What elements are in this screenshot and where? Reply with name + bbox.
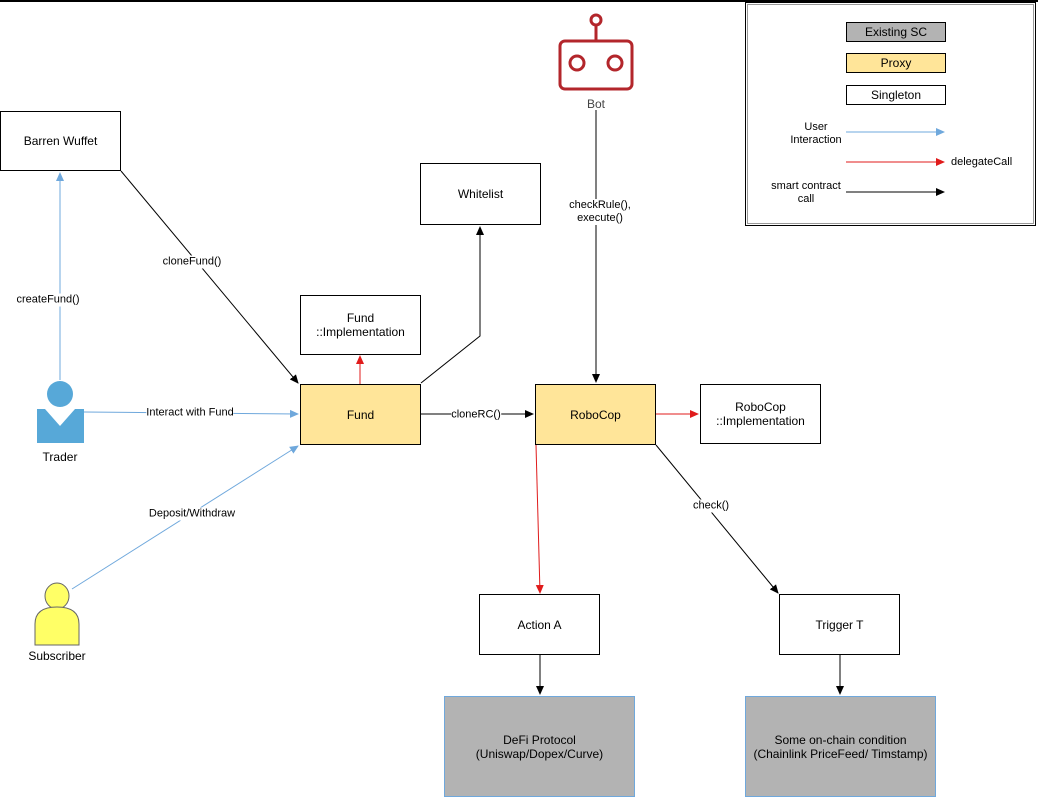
fund-text: Fund — [346, 407, 375, 422]
fund-node[interactable]: Fund — [300, 384, 421, 445]
legend-existing-label: Existing SC — [864, 25, 928, 39]
top-border — [0, 0, 1038, 2]
trader-label: Trader — [42, 450, 78, 464]
clone-fund-label: cloneFund() — [162, 255, 222, 269]
arrow-clone-fund — [120, 170, 299, 384]
create-fund-label: createFund() — [16, 293, 80, 307]
robot-icon — [558, 13, 634, 91]
defi-protocol-text: DeFi Protocol (Uniswap/Dopex/Curve) — [475, 732, 604, 761]
legend-proxy-swatch: Proxy — [846, 53, 946, 73]
action-a-text: Action A — [517, 617, 562, 632]
subscriber-label: Subscriber — [28, 649, 86, 663]
subscriber-icon — [34, 582, 80, 646]
defi-protocol-node[interactable]: DeFi Protocol (Uniswap/Dopex/Curve) — [444, 696, 635, 797]
check-rule-execute-label: checkRule(), execute() — [569, 199, 631, 225]
legend-singleton-label: Singleton — [870, 88, 922, 102]
whitelist-node[interactable]: Whitelist — [420, 163, 541, 225]
whitelist-text: Whitelist — [457, 187, 504, 201]
robocop-node[interactable]: RoboCop — [535, 384, 656, 445]
barren-wuffet-text: Barren Wuffet — [23, 134, 98, 148]
arrow-check — [655, 444, 779, 594]
trigger-t-node[interactable]: Trigger T — [779, 594, 900, 655]
legend-user-interaction-label: User Interaction — [790, 121, 842, 146]
clone-rc-label: cloneRC() — [451, 408, 501, 422]
deposit-withdraw-label: Deposit/Withdraw — [148, 507, 236, 521]
trader-icon — [37, 381, 84, 443]
fund-implementation-text: Fund ::Implementation — [316, 311, 405, 339]
legend-existing-swatch: Existing SC — [846, 22, 946, 42]
legend-singleton-swatch: Singleton — [846, 85, 946, 105]
robocop-implementation-node[interactable]: RoboCop ::Implementation — [700, 384, 821, 444]
trigger-t-text: Trigger T — [815, 617, 864, 632]
robocop-text: RoboCop — [570, 407, 621, 422]
onchain-condition-text: Some on-chain condition (Chainlink Price… — [753, 732, 928, 761]
legend-arrows — [846, 128, 945, 196]
arrow-robocop-action — [535, 444, 544, 594]
fund-implementation-node[interactable]: Fund ::Implementation — [300, 295, 421, 355]
legend-contract-call-label: smart contract call — [771, 180, 841, 205]
action-a-node[interactable]: Action A — [479, 594, 600, 655]
legend-delegate-call-label: delegateCall — [951, 156, 1013, 168]
bot-label: Bot — [586, 97, 606, 111]
robocop-implementation-text: RoboCop ::Implementation — [716, 400, 805, 428]
onchain-condition-node[interactable]: Some on-chain condition (Chainlink Price… — [745, 696, 936, 797]
arrow-fund-whitelist — [420, 226, 484, 384]
interact-with-fund-label: Interact with Fund — [146, 406, 234, 420]
check-label: check() — [692, 499, 730, 513]
legend: Existing SC Proxy Singleton User Interac… — [745, 2, 1036, 226]
barren-wuffet-node[interactable]: Barren Wuffet — [0, 111, 121, 171]
legend-proxy-label: Proxy — [880, 56, 912, 70]
